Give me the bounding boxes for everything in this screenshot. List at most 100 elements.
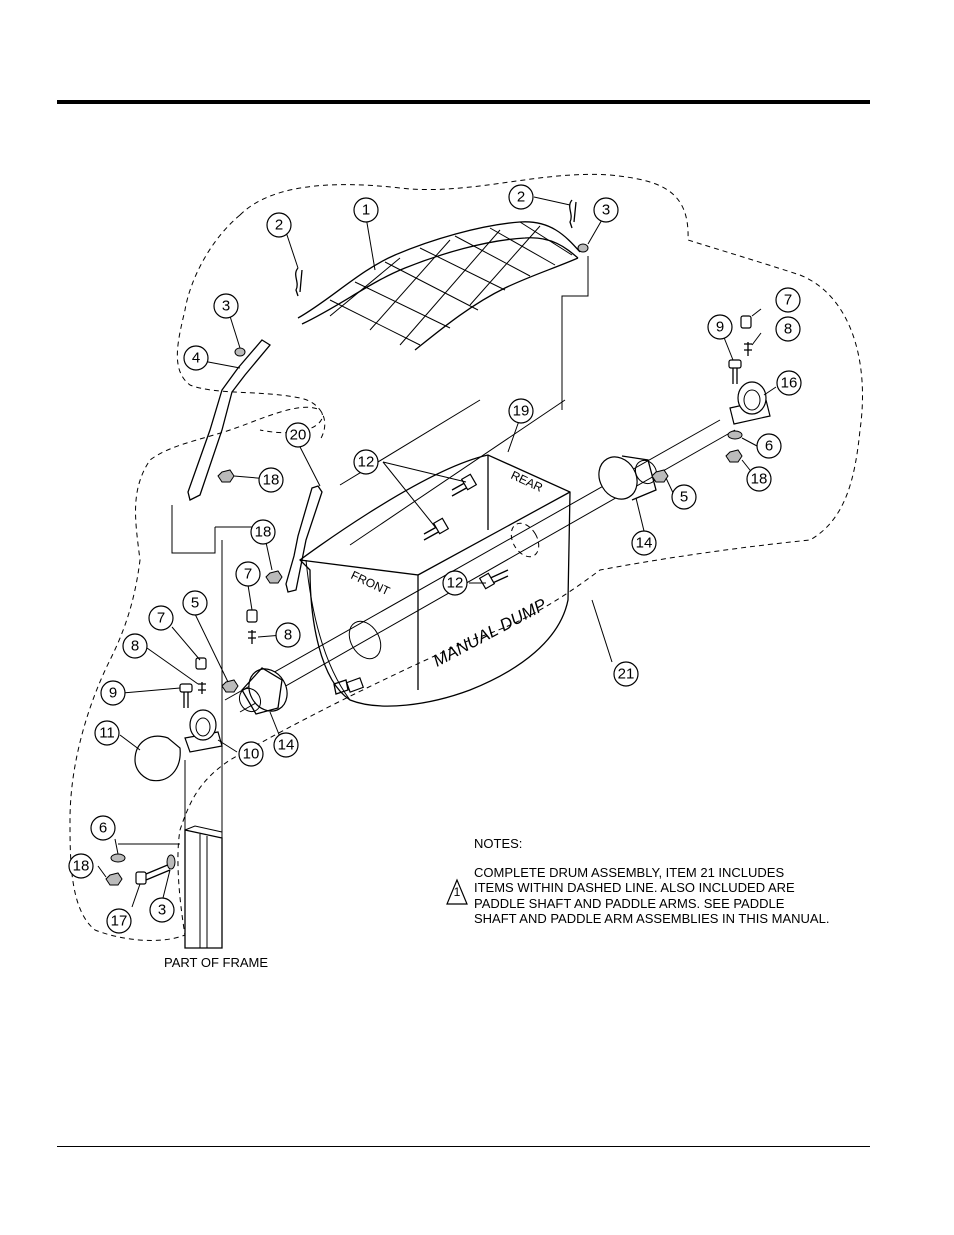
svg-text:9: 9 <box>716 319 724 336</box>
washer-6-right <box>727 430 743 440</box>
nut-5-right <box>651 469 669 483</box>
callout-4: 4 <box>183 345 209 371</box>
grease-fitting-right <box>744 342 752 356</box>
svg-text:3: 3 <box>602 202 610 219</box>
cotter-pin-right <box>569 199 577 229</box>
bolt-12-middle <box>423 517 450 541</box>
svg-text:17: 17 <box>111 913 128 930</box>
svg-text:7: 7 <box>784 292 792 309</box>
note-marker-triangle: 1 <box>446 878 468 905</box>
svg-text:8: 8 <box>131 638 139 655</box>
svg-text:18: 18 <box>73 858 90 875</box>
callout-7-left: 7 <box>148 605 174 631</box>
callout-12-upper: 12 <box>353 449 379 475</box>
set-screw <box>333 679 349 695</box>
callout-8-right: 8 <box>775 316 801 342</box>
svg-text:3: 3 <box>222 298 230 315</box>
nut-18-right <box>725 449 743 463</box>
drum-label-side: MANUAL DUMP <box>430 595 550 671</box>
callout-8-left: 8 <box>122 633 148 659</box>
callout-3-upper-right: 3 <box>593 197 619 223</box>
drain-plug <box>345 677 365 693</box>
grease-cap-middle <box>246 609 258 623</box>
callout-3-upper-left: 3 <box>213 293 239 319</box>
svg-text:8: 8 <box>284 627 292 644</box>
frame-post <box>184 825 223 949</box>
callout-18-arm: 18 <box>250 519 276 545</box>
callout-11: 11 <box>94 720 120 746</box>
svg-text:19: 19 <box>513 403 530 420</box>
svg-text:16: 16 <box>781 375 798 392</box>
svg-text:5: 5 <box>680 489 688 506</box>
pillow-block-left <box>184 709 223 753</box>
svg-text:10: 10 <box>243 746 260 763</box>
washer-3-lower <box>166 854 176 870</box>
svg-text:20: 20 <box>290 427 307 444</box>
callout-5-left: 5 <box>182 590 208 616</box>
svg-text:18: 18 <box>751 471 768 488</box>
callout-6-right: 6 <box>756 433 782 459</box>
grate-assembly <box>297 221 581 351</box>
callout-18-right: 18 <box>746 466 772 492</box>
callout-16: 16 <box>776 370 802 396</box>
notes-block: NOTES: COMPLETE DRUM ASSEMBLY, ITEM 21 I… <box>474 836 829 927</box>
grease-cap-left <box>195 657 207 670</box>
grease-fitting-middle <box>248 630 256 644</box>
note-line: PADDLE SHAFT AND PADDLE ARMS. SEE PADDLE <box>474 895 785 911</box>
callout-17: 17 <box>106 908 132 934</box>
callout-7-middle: 7 <box>235 561 261 587</box>
drum-assembly-boundary <box>69 173 863 941</box>
svg-text:12: 12 <box>447 575 464 592</box>
frame-label: PART OF FRAME <box>164 955 269 970</box>
drum-shaft <box>224 419 736 713</box>
callout-9-left: 9 <box>100 680 126 706</box>
grease-cap-right <box>740 315 752 329</box>
end-cap <box>134 735 181 782</box>
note-line: COMPLETE DRUM ASSEMBLY, ITEM 21 INCLUDES <box>474 864 785 880</box>
drum-body: FRONT REAR MANUAL DUMP <box>299 399 571 707</box>
bolt-9-left <box>179 683 193 708</box>
callout-19: 19 <box>508 398 534 424</box>
nut-18-lower <box>105 872 123 886</box>
callout-10: 10 <box>238 741 264 767</box>
svg-text:7: 7 <box>244 566 252 583</box>
flange-bearing-right <box>598 455 658 501</box>
grease-fitting-left <box>198 682 206 694</box>
svg-text:14: 14 <box>636 535 653 552</box>
svg-text:6: 6 <box>765 438 773 455</box>
callout-12-lower: 12 <box>442 570 468 596</box>
svg-text:7: 7 <box>157 610 165 627</box>
callout-21: 21 <box>613 661 639 687</box>
leader-lines <box>97 196 777 908</box>
svg-text:3: 3 <box>158 902 166 919</box>
nut-5-left <box>221 679 239 693</box>
flange-bearing-left <box>238 667 288 715</box>
svg-text:1: 1 <box>362 202 370 219</box>
callout-2-right: 2 <box>508 184 534 210</box>
pillow-block-right <box>729 381 771 425</box>
svg-text:2: 2 <box>275 217 283 234</box>
arm-20 <box>285 485 323 593</box>
callout-18-lower: 18 <box>68 853 94 879</box>
arm-left <box>187 339 271 501</box>
svg-text:2: 2 <box>517 189 525 206</box>
callout-1: 1 <box>353 197 379 223</box>
washer-6-lower <box>110 853 126 863</box>
callout-8-middle: 8 <box>275 622 301 648</box>
svg-text:8: 8 <box>784 321 792 338</box>
callout-9-right: 9 <box>707 314 733 340</box>
svg-text:12: 12 <box>358 454 375 471</box>
callout-7-right: 7 <box>775 287 801 313</box>
svg-text:6: 6 <box>99 820 107 837</box>
svg-text:21: 21 <box>618 666 635 683</box>
washer-right <box>577 243 589 253</box>
callout-6-lower: 6 <box>90 815 116 841</box>
bolt-9-right <box>728 359 742 384</box>
header-rule <box>57 100 870 104</box>
callout-2-left: 2 <box>266 212 292 238</box>
svg-text:5: 5 <box>191 595 199 612</box>
callout-3-lower: 3 <box>149 897 175 923</box>
note-line: ITEMS WITHIN DASHED LINE. ALSO INCLUDED … <box>474 880 795 895</box>
svg-text:18: 18 <box>263 472 280 489</box>
